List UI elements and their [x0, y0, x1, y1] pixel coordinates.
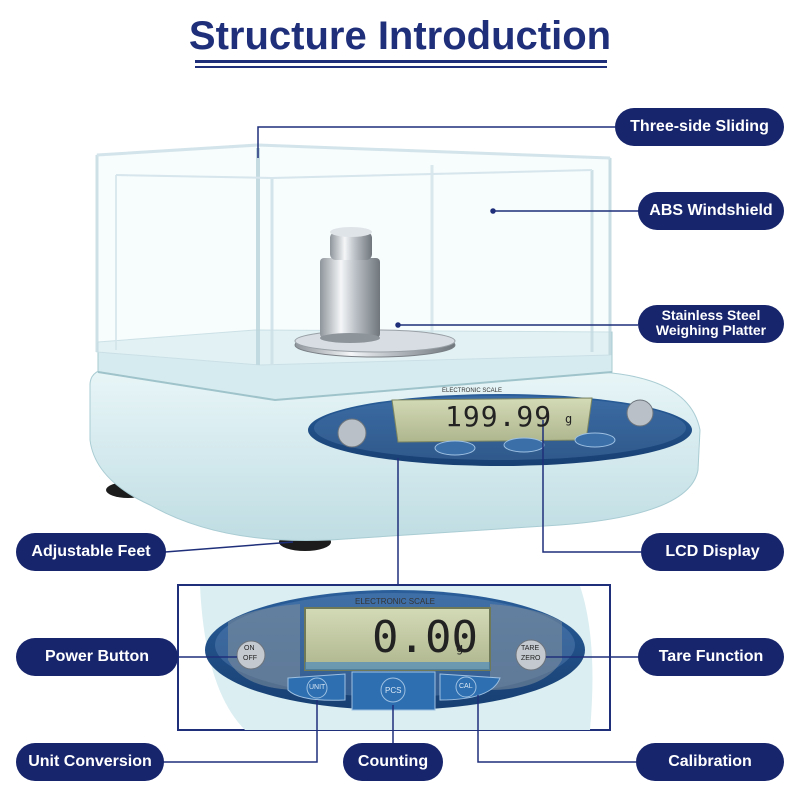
scale-brand-top: ELECTRONIC SCALE: [442, 388, 503, 394]
label-weighing-platter: Stainless Steel Weighing Platter: [638, 305, 784, 343]
title-underline-thin: [195, 66, 607, 68]
power-off-label: OFF: [243, 655, 257, 662]
test-weight-body: [320, 258, 380, 338]
label-tare-function: Tare Function: [638, 638, 784, 676]
cal-button-zoom: [439, 673, 501, 701]
scale-top-tray-rim: [97, 371, 613, 402]
label-unit-conversion: Unit Conversion: [16, 743, 164, 781]
zero-label: ZERO: [521, 655, 541, 662]
label-weighing-platter-line1: Stainless Steel: [661, 307, 761, 323]
scale-brand-zoom: ELECTRONIC SCALE: [355, 597, 436, 606]
label-adjustable-feet: Adjustable Feet: [16, 533, 166, 571]
power-button-zoom: [236, 640, 266, 670]
power-on-label: ON: [244, 645, 255, 652]
lcd-reading-top: 199.99: [445, 400, 553, 433]
unit-button-label: UNIT: [309, 684, 326, 691]
pcs-button-zoom: [351, 671, 436, 711]
lcd-unit-top: g: [565, 412, 573, 426]
tare-label: TARE: [521, 645, 540, 652]
page-title: Structure Introduction: [188, 14, 612, 58]
title-underline: [195, 60, 607, 63]
label-counting: Counting: [343, 743, 443, 781]
label-lcd-display: LCD Display: [641, 533, 784, 571]
cal-button-label: CAL: [459, 683, 473, 690]
label-power-button: Power Button: [16, 638, 178, 676]
label-three-side-sliding: Three-side Sliding: [615, 108, 784, 146]
leader-lines: [162, 126, 642, 763]
unit-button-zoom: [287, 673, 346, 701]
lcd-reading-zoom: 0.00: [372, 612, 478, 663]
tare-button-zoom: [515, 639, 547, 671]
label-weighing-platter-line2: Weighing Platter: [655, 322, 767, 338]
lcd-screen-zoom: [304, 607, 491, 671]
lcd-unit-zoom: g: [456, 641, 464, 655]
label-calibration: Calibration: [636, 743, 784, 781]
pcs-button-label: PCS: [385, 686, 402, 695]
label-abs-windshield: ABS Windshield: [638, 192, 784, 230]
